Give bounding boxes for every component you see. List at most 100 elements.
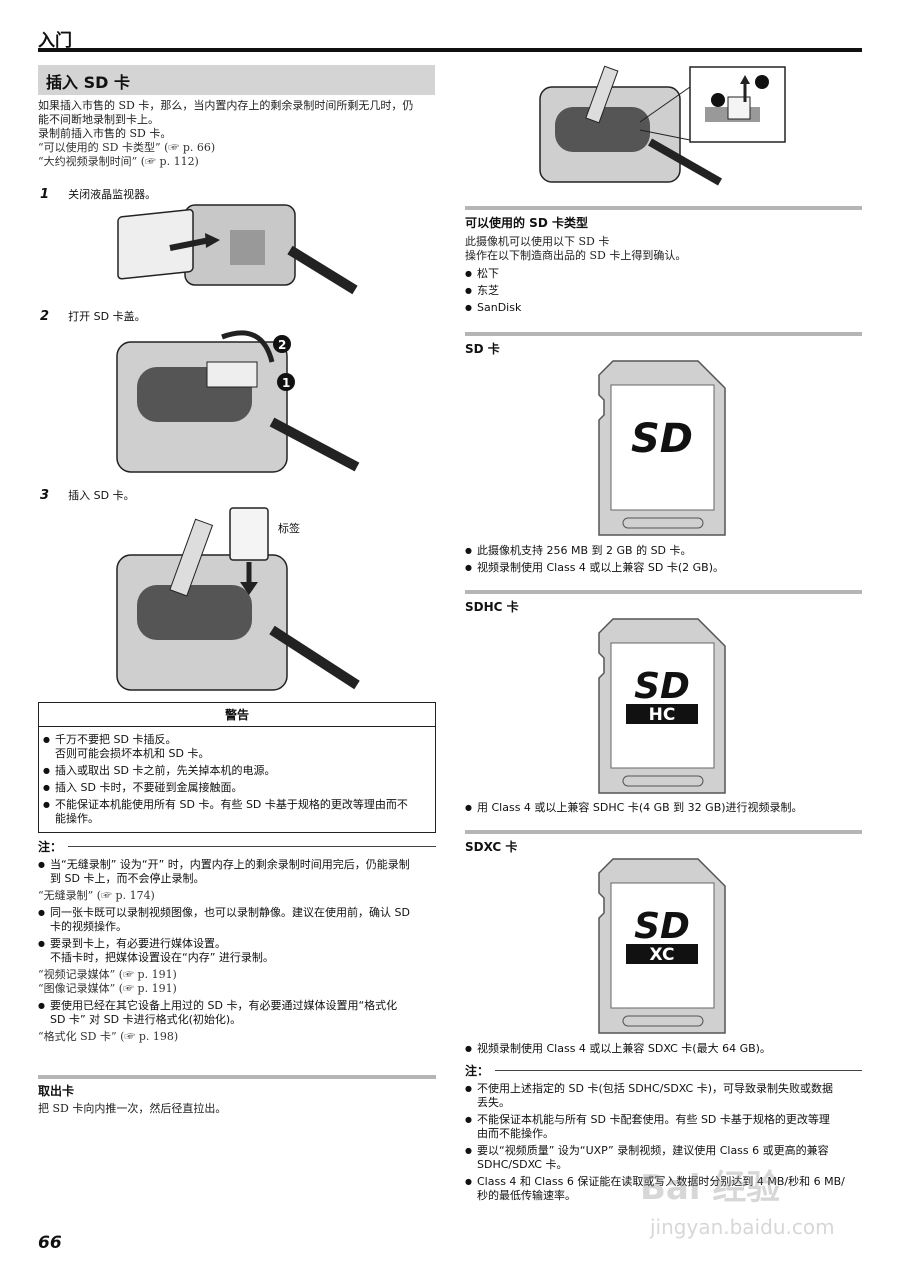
eject-text: 把 SD 卡向内推一次，然后径直拉出。 [38, 1102, 227, 1115]
label-callout: 标签 [278, 522, 300, 535]
note-text: 当“无缝录制” 设为“开” 时，内置内存上的剩余录制时间用完后，仍能录制 [50, 858, 410, 871]
sdhc-logo-text: SD [634, 666, 690, 707]
maker-item: 松下 [465, 267, 862, 281]
sdhc-bullets: 用 Class 4 或以上兼容 SDHC 卡(4 GB 到 32 GB)进行视频… [465, 801, 862, 818]
intro-line: 如果插入市售的 SD 卡，那么，当内置内存上的剩余录制时间所剩无几时，仍 [38, 99, 414, 112]
warning-text: 插入或取出 SD 卡之前，先关掉本机的电源。 [55, 764, 276, 777]
notes-left: 注： 当“无缝录制” 设为“开” 时，内置内存上的剩余录制时间用完后，仍能录制 … [38, 838, 436, 1044]
note-text: 由而不能操作。 [477, 1127, 554, 1140]
note-item: 同一张卡既可以录制视频图像，也可以录制静像。建议在使用前，确认 SD 卡的视频操… [38, 906, 436, 934]
warning-item: 插入或取出 SD 卡之前，先关掉本机的电源。 [43, 764, 431, 778]
warning-text: 不能保证本机能使用所有 SD 卡。有些 SD 卡基于规格的更改等理由而不 [55, 798, 408, 811]
header-rule [38, 48, 862, 52]
note-text: 要以“视频质量” 设为“UXP” 录制视频，建议使用 Class 6 或更高的兼… [477, 1144, 829, 1157]
sdhc-card-logo-image: SD HC [598, 618, 726, 794]
eject-rule [38, 1075, 436, 1079]
warning-text: 否则可能会损坏本机和 SD 卡。 [55, 747, 210, 760]
warning-text: 能操作。 [55, 812, 99, 825]
header-title: 入门 [38, 31, 72, 51]
intro-ref-link[interactable]: “可以使用的 SD 卡类型” (☞ p. 66) [38, 141, 216, 154]
notes-label: 注： [38, 840, 63, 854]
card-types-body: 此摄像机可以使用以下 SD 卡 操作在以下制造商出品的 SD 卡上得到确认。 松… [465, 235, 862, 318]
sdxc-bullets: 视频录制使用 Class 4 或以上兼容 SDXC 卡(最大 64 GB)。 [465, 1042, 862, 1059]
camera-open-cover-illustration: 2 1 [116, 330, 360, 473]
note-text: 丢失。 [477, 1096, 510, 1109]
note-item: Class 4 和 Class 6 保证能在读取或写入数据时分别达到 4 MB/… [465, 1175, 862, 1203]
note-ref-link[interactable]: “无缝录制” (☞ p. 174) [38, 889, 155, 902]
sd-bullet: 视频录制使用 Class 4 或以上兼容 SD 卡(2 GB)。 [465, 561, 862, 575]
marker-1: 1 [282, 376, 290, 390]
step-text: 打开 SD 卡盖。 [68, 310, 146, 323]
card-types-line: 操作在以下制造商出品的 SD 卡上得到确认。 [465, 249, 687, 262]
note-text: 不使用上述指定的 SD 卡(包括 SDHC/SDXC 卡)，可导致录制失败或数据 [477, 1082, 833, 1095]
camera-insert-card-illustration [116, 507, 360, 691]
note-ref-link[interactable]: “视频记录媒体” (☞ p. 191) [38, 968, 177, 981]
sdhc-bullet: 用 Class 4 或以上兼容 SDHC 卡(4 GB 到 32 GB)进行视频… [465, 801, 862, 815]
note-text: 到 SD 卡上，而不会停止录制。 [50, 872, 205, 885]
section-title: 插入 SD 卡 [38, 65, 435, 95]
note-item: 要使用已经在其它设备上用过的 SD 卡，有必要通过媒体设置用“格式化 SD 卡”… [38, 999, 436, 1027]
note-text: 要使用已经在其它设备上用过的 SD 卡，有必要通过媒体设置用“格式化 [50, 999, 398, 1012]
step-text: 插入 SD 卡。 [68, 489, 135, 502]
step-number: 1 [40, 187, 50, 202]
intro-line: 能不间断地录制到卡上。 [38, 113, 159, 126]
card-insert-detail-illustration [539, 65, 786, 186]
sdxc-bullet: 视频录制使用 Class 4 或以上兼容 SDXC 卡(最大 64 GB)。 [465, 1042, 862, 1056]
sdhc-logo-sub: HC [649, 705, 676, 725]
note-text: Class 4 和 Class 6 保证能在读取或写入数据时分别达到 4 MB/… [477, 1175, 845, 1188]
note-text: SDHC/SDXC 卡。 [477, 1158, 568, 1171]
warning-box: 警告 千万不要把 SD 卡插反。 否则可能会损坏本机和 SD 卡。 插入或取出 … [38, 702, 436, 833]
eject-title: 取出卡 [38, 1084, 75, 1098]
intro-ref-link[interactable]: “大约视频录制时间” (☞ p. 112) [38, 155, 199, 168]
notes-rule [68, 846, 436, 847]
note-item: 要录到卡上，有必要进行媒体设置。 不插卡时，把媒体设置设在“内存” 进行录制。 [38, 937, 436, 965]
page-number: 66 [38, 1233, 62, 1253]
notes-right: 注： 不使用上述指定的 SD 卡(包括 SDHC/SDXC 卡)，可导致录制失败… [465, 1062, 862, 1206]
note-text: 不能保证本机能与所有 SD 卡配套使用。有些 SD 卡基于规格的更改等理 [477, 1113, 830, 1126]
sdxc-logo-text: SD [634, 906, 690, 947]
watermark-url: jingyan.baidu.com [650, 1215, 835, 1239]
note-text: SD 卡” 对 SD 卡进行格式化(初始化)。 [50, 1013, 242, 1026]
note-ref-link[interactable]: “图像记录媒体” (☞ p. 191) [38, 982, 177, 995]
note-text: 秒的最低传输速率。 [477, 1189, 576, 1202]
note-item: 当“无缝录制” 设为“开” 时，内置内存上的剩余录制时间用完后，仍能录制 到 S… [38, 858, 436, 886]
warning-title: 警告 [39, 703, 435, 727]
warning-item: 插入 SD 卡时，不要碰到金属接触面。 [43, 781, 431, 795]
maker-item: 东芝 [465, 284, 862, 298]
note-text: 卡的视频操作。 [50, 920, 127, 933]
step-1: 1 关闭液晶监视器。 [40, 183, 156, 202]
maker-item: SanDisk [465, 301, 862, 315]
warning-text: 千万不要把 SD 卡插反。 [55, 733, 177, 746]
camera-close-lcd-illustration [117, 204, 358, 295]
note-item: 要以“视频质量” 设为“UXP” 录制视频，建议使用 Class 6 或更高的兼… [465, 1144, 862, 1172]
notes-rule [495, 1070, 862, 1071]
marker-2: 2 [278, 338, 286, 352]
warning-list: 千万不要把 SD 卡插反。 否则可能会损坏本机和 SD 卡。 插入或取出 SD … [39, 727, 435, 826]
note-item: 不能保证本机能与所有 SD 卡配套使用。有些 SD 卡基于规格的更改等理 由而不… [465, 1113, 862, 1141]
note-text: 同一张卡既可以录制视频图像，也可以录制静像。建议在使用前，确认 SD [50, 906, 410, 919]
note-text: 不插卡时，把媒体设置设在“内存” 进行录制。 [50, 951, 274, 964]
sdxc-card-logo-image: SD XC [598, 858, 726, 1034]
note-text: 要录到卡上，有必要进行媒体设置。 [50, 937, 226, 950]
warning-item: 不能保证本机能使用所有 SD 卡。有些 SD 卡基于规格的更改等理由而不 能操作… [43, 798, 431, 826]
note-ref-link[interactable]: “格式化 SD 卡” (☞ p. 198) [38, 1030, 179, 1043]
intro-line: 录制前插入市售的 SD 卡。 [38, 127, 172, 140]
intro-text: 如果插入市售的 SD 卡，那么，当内置内存上的剩余录制时间所剩无几时，仍 能不间… [38, 99, 438, 169]
sdxc-logo-sub: XC [650, 945, 675, 965]
warning-item: 千万不要把 SD 卡插反。 否则可能会损坏本机和 SD 卡。 [43, 733, 431, 761]
step-text: 关闭液晶监视器。 [68, 188, 157, 201]
card-types-rule [465, 206, 862, 210]
sd-rule [465, 332, 862, 336]
sd-bullet: 此摄像机支持 256 MB 到 2 GB 的 SD 卡。 [465, 544, 862, 558]
step-3: 3 插入 SD 卡。 [40, 484, 135, 503]
step-number: 2 [40, 309, 50, 324]
card-types-line: 此摄像机可以使用以下 SD 卡 [465, 235, 610, 248]
sd-card-logo-image: SD [598, 360, 726, 536]
note-item: 不使用上述指定的 SD 卡(包括 SDHC/SDXC 卡)，可导致录制失败或数据… [465, 1082, 862, 1110]
sdhc-rule [465, 590, 862, 594]
warning-text: 插入 SD 卡时，不要碰到金属接触面。 [55, 781, 243, 794]
sdxc-rule [465, 830, 862, 834]
card-types-title: 可以使用的 SD 卡类型 [465, 216, 588, 230]
sd-bullets: 此摄像机支持 256 MB 到 2 GB 的 SD 卡。 视频录制使用 Clas… [465, 544, 862, 578]
notes-label: 注： [465, 1064, 490, 1078]
